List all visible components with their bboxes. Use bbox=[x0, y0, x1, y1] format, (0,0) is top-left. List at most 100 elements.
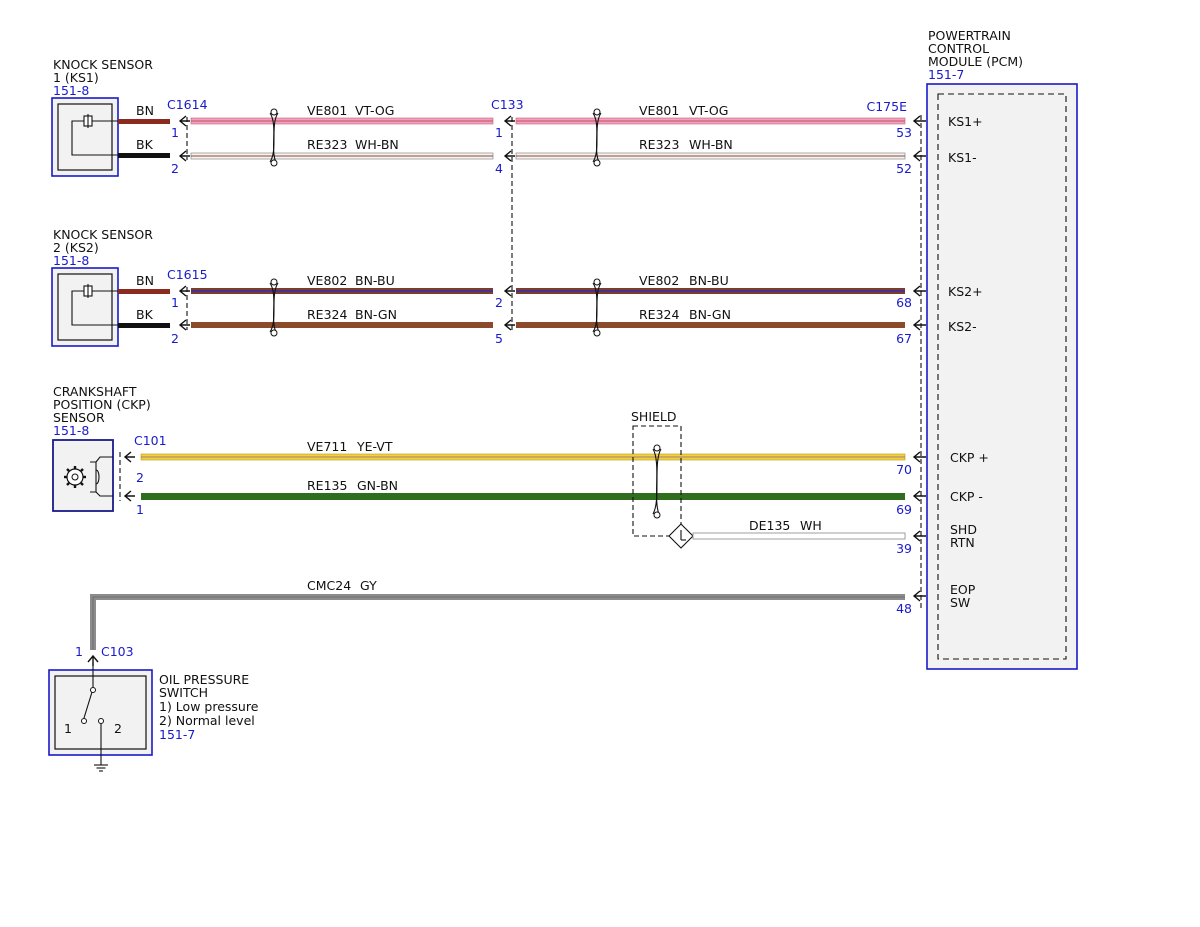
c101-pin-1: 1 bbox=[136, 502, 144, 517]
knock-element-icon bbox=[71, 284, 118, 326]
shield-drain-icon bbox=[668, 523, 694, 549]
switch-position-1: 1 bbox=[64, 721, 72, 736]
pcm-pin-label-sw: SW bbox=[950, 595, 970, 610]
pcm-title-line-1: POWERTRAIN bbox=[928, 28, 1011, 43]
re323-color-left: WH-BN bbox=[355, 137, 399, 152]
pcm-pin-label-ckpminus: CKP - bbox=[950, 489, 983, 504]
ve802-color-right: BN-BU bbox=[689, 273, 729, 288]
oil-pressure-switch: 1 C103 1 2 OIL PRESSURE SWITCH 1) Low pr… bbox=[48, 644, 259, 772]
shield-outline bbox=[632, 425, 682, 537]
ve801-circuit-right: VE801 bbox=[639, 103, 679, 118]
c1615-pin-2: 2 bbox=[171, 331, 179, 346]
ckp-ref: 151-8 bbox=[53, 423, 89, 438]
inline-connector-c133: C133 1 4 2 5 bbox=[491, 97, 524, 346]
ks2-wire-bk: BK bbox=[136, 307, 154, 322]
re324-circuit-right: RE324 bbox=[639, 307, 679, 322]
ks2-title-line-2: 2 (KS2) bbox=[53, 240, 99, 255]
pcm-ref: 151-7 bbox=[928, 67, 964, 82]
pcm-title-line-3: MODULE (PCM) bbox=[928, 54, 1023, 69]
re324-circuit-left: RE324 bbox=[307, 307, 347, 322]
pcm-pin-68: 68 bbox=[896, 295, 912, 310]
ve801-color-left: VT-OG bbox=[355, 103, 394, 118]
wire-de135: DE135 WH bbox=[692, 518, 906, 540]
wire-ve801: VE801 VT-OG VE801 VT-OG bbox=[190, 103, 906, 125]
pcm-pin-label-ckpplus: CKP + bbox=[950, 450, 989, 465]
switch-icon bbox=[81, 662, 104, 765]
connector-pin-markers bbox=[87, 115, 926, 666]
wire-re135: RE135 GN-BN bbox=[141, 478, 905, 500]
ks1-wire-bn: BN bbox=[136, 103, 154, 118]
pcm-title-line-2: CONTROL bbox=[928, 41, 989, 56]
re135-color: GN-BN bbox=[357, 478, 398, 493]
ve711-color: YE-VT bbox=[356, 439, 393, 454]
pcm-pin-48: 48 bbox=[896, 601, 912, 616]
switch-position-2: 2 bbox=[114, 721, 122, 736]
oil-switch-title-line-1: OIL PRESSURE bbox=[159, 672, 249, 687]
pcm-pin-label-ks1minus: KS1- bbox=[948, 150, 977, 165]
c133-label: C133 bbox=[491, 97, 524, 112]
pcm-pin-39: 39 bbox=[896, 541, 912, 556]
shield-label: SHIELD bbox=[631, 409, 677, 424]
c1614-pin-2: 2 bbox=[171, 161, 179, 176]
c133-pin-2: 2 bbox=[495, 295, 503, 310]
c103-pin-1: 1 bbox=[75, 644, 83, 659]
pcm-pin-label-eop: EOP bbox=[950, 582, 976, 597]
c1614-label: C1614 bbox=[167, 97, 208, 112]
ks1-title-line-2: 1 (KS1) bbox=[53, 70, 99, 85]
wire-ve711: VE711 YE-VT bbox=[140, 439, 906, 461]
re323-circuit-left: RE323 bbox=[307, 137, 347, 152]
oil-switch-title-line-2: SWITCH bbox=[159, 685, 208, 700]
re324-color-right: BN-GN bbox=[689, 307, 731, 322]
re323-circuit-right: RE323 bbox=[639, 137, 679, 152]
pcm-inner-dashed bbox=[937, 93, 1067, 660]
cmc24-color: GY bbox=[360, 578, 377, 593]
pcm-pin-70: 70 bbox=[896, 462, 912, 477]
pcm-pin-52: 52 bbox=[896, 161, 912, 176]
pcm-pin-label-rtn: RTN bbox=[950, 535, 975, 550]
wire-re324: RE324 BN-GN RE324 BN-GN bbox=[191, 307, 905, 328]
ks1-pigtail-bn bbox=[118, 119, 170, 124]
oil-switch-legend-2: 2) Normal level bbox=[159, 713, 255, 728]
de135-circuit: DE135 bbox=[749, 518, 790, 533]
ks2-pigtail-bn bbox=[118, 289, 170, 294]
ve801-circuit-left: VE801 bbox=[307, 103, 347, 118]
c103-label: C103 bbox=[101, 644, 134, 659]
cmc24-circuit: CMC24 bbox=[307, 578, 351, 593]
ks2-title-line-1: KNOCK SENSOR bbox=[53, 227, 153, 242]
c101-pin-2: 2 bbox=[136, 470, 144, 485]
c1615-pin-1: 1 bbox=[171, 295, 179, 310]
pcm-pin-label-ks2plus: KS2+ bbox=[948, 284, 983, 299]
ks1-pigtail-bk bbox=[118, 153, 170, 158]
c133-pin-5: 5 bbox=[495, 331, 503, 346]
pcm-pin-label-shd: SHD bbox=[950, 522, 977, 537]
pcm-pin-67: 67 bbox=[896, 331, 912, 346]
ks1-wire-bk: BK bbox=[136, 137, 154, 152]
pcm-pin-label-ks2minus: KS2- bbox=[948, 319, 977, 334]
pcm-pin-53: 53 bbox=[896, 125, 912, 140]
c133-pin-4: 4 bbox=[495, 161, 503, 176]
ve711-circuit: VE711 bbox=[307, 439, 347, 454]
re135-circuit: RE135 bbox=[307, 478, 347, 493]
ckp-title-line-3: SENSOR bbox=[53, 410, 105, 425]
wire-ve802: VE802 BN-BU VE802 BN-BU bbox=[191, 273, 905, 294]
c1615-label: C1615 bbox=[167, 267, 208, 282]
gear-icon bbox=[64, 456, 113, 497]
pcm-module: POWERTRAIN CONTROL MODULE (PCM) 151-7 C1… bbox=[867, 28, 1078, 670]
twisted-pair-markers bbox=[269, 108, 602, 337]
ground-icon bbox=[94, 764, 108, 772]
pcm-outline bbox=[926, 83, 1078, 670]
wire-re323: RE323 WH-BN RE323 WH-BN bbox=[190, 137, 906, 160]
wire-cmc24: CMC24 GY bbox=[90, 578, 905, 650]
ks2-inner bbox=[57, 273, 113, 341]
ks2-wire-bn: BN bbox=[136, 273, 154, 288]
shield: SHIELD bbox=[631, 409, 694, 549]
c133-pin-1: 1 bbox=[495, 125, 503, 140]
knock-sensor-1: KNOCK SENSOR 1 (KS1) 151-8 BN BK C1614 1… bbox=[51, 57, 208, 177]
ckp-sensor: CRANKSHAFT POSITION (CKP) SENSOR 151-8 C… bbox=[52, 384, 167, 517]
knock-element-icon bbox=[71, 114, 118, 156]
re323-color-right: WH-BN bbox=[689, 137, 733, 152]
oil-switch-ref: 151-7 bbox=[159, 727, 195, 742]
c101-label: C101 bbox=[134, 433, 167, 448]
pcm-pin-label-ks1plus: KS1+ bbox=[948, 114, 983, 129]
ve802-circuit-right: VE802 bbox=[639, 273, 679, 288]
